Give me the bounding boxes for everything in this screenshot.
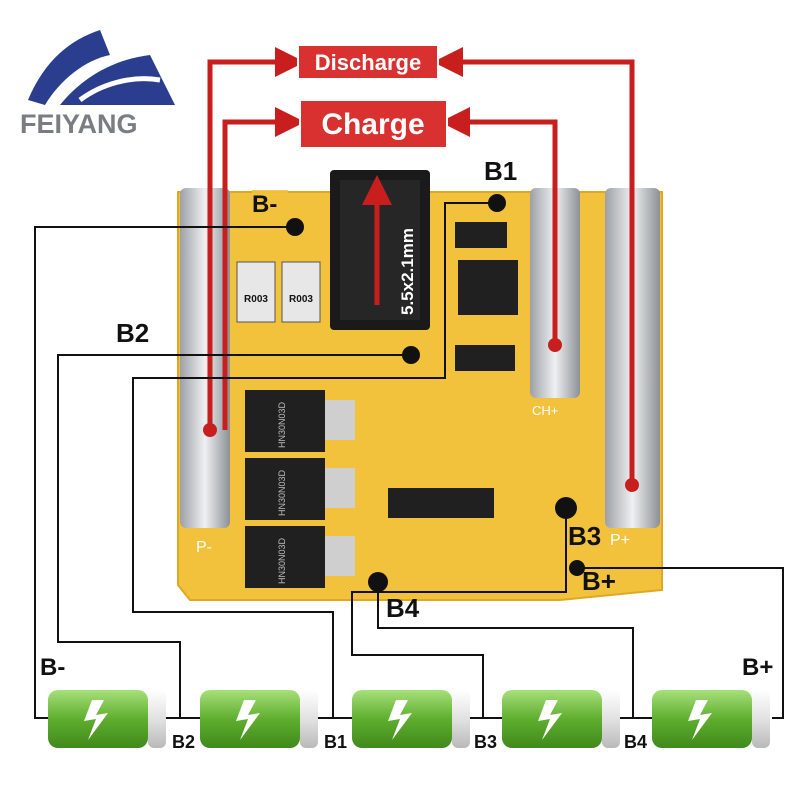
wire-b3: [351, 508, 567, 718]
pad-dot-b4: [368, 572, 388, 592]
junction-label: B3: [474, 732, 497, 752]
pad-dots: [286, 194, 585, 592]
lightning-icon: [84, 700, 108, 740]
brand-logo: FEIYANG: [20, 30, 175, 139]
shunt-label: R003: [289, 294, 313, 305]
wire-b2: [57, 354, 411, 718]
pad-dot-b-minus: [286, 218, 304, 236]
logo-wave-icon: [28, 30, 110, 105]
label-b-plus: B+: [582, 566, 616, 596]
wire-b-minus: [34, 226, 295, 719]
mosfet-label: HN30N03D: [277, 469, 287, 516]
mosfet-label: HN30N03D: [277, 401, 287, 448]
brand-name: FEIYANG: [20, 109, 138, 139]
pad-label-p-plus: P+: [610, 532, 630, 549]
p-minus-terminal: [180, 188, 230, 528]
wire-b4: [377, 582, 634, 718]
shunt-resistor: [281, 261, 321, 323]
wire-b-plus: [577, 567, 784, 719]
label-b4: B4: [386, 593, 420, 623]
discharge-arrow-right: [433, 47, 635, 485]
charge-arrow-right: [440, 107, 558, 345]
label-b-minus: B-: [252, 191, 277, 218]
diode-chip: [455, 345, 515, 371]
shunt-resistor: [236, 261, 276, 323]
label-b1: B1: [484, 156, 517, 186]
battery-cell: [200, 690, 318, 748]
junction-label: B4: [624, 732, 647, 752]
charge-arrow-left: [222, 107, 305, 430]
ic-chip: [458, 260, 518, 315]
label-b2: B2: [116, 318, 149, 348]
pad-dot-b2: [402, 346, 420, 364]
shunt-label: R003: [244, 294, 268, 305]
pad-dot-b3: [555, 497, 577, 519]
discharge-label: Discharge: [297, 44, 439, 80]
battery-cell: [48, 690, 166, 748]
battery-cell: [502, 690, 620, 748]
junction-label: B1: [324, 732, 347, 752]
wire-b1: [132, 202, 497, 718]
flow-arrows: [207, 47, 635, 485]
charge-text: Charge: [321, 108, 424, 141]
lightning-icon: [388, 700, 412, 740]
chain-label-b-plus: B+: [742, 654, 773, 681]
pad-dot-b1: [488, 194, 506, 212]
mosfet-stack: HN30N03D HN30N03D HN30N03D: [245, 390, 355, 588]
mosfet-label: HN30N03D: [277, 537, 287, 584]
charge-label: Charge: [299, 99, 448, 149]
battery-cell: [352, 690, 470, 748]
pcb-board: R003 R003 HN30N03D HN30N03D HN30N03D P- …: [177, 170, 663, 601]
discharge-text: Discharge: [315, 50, 421, 75]
pad-dot-b-plus: [569, 560, 585, 576]
pad-label-ch-plus: CH+: [532, 403, 558, 418]
diode-chip: [455, 222, 507, 248]
lightning-icon: [236, 700, 260, 740]
discharge-arrow-left: [207, 47, 305, 430]
battery-chain: B- B+ B2 B1 B3 B4: [40, 654, 773, 752]
chain-label-b-minus: B-: [40, 654, 65, 681]
label-b3: B3: [568, 521, 601, 551]
pad-labels: B- B1 B2 B3 B4 B+: [116, 156, 616, 623]
lightning-icon: [688, 700, 712, 740]
junction-label: B2: [172, 732, 195, 752]
wiring: [34, 202, 784, 719]
pad-label-p-minus: P-: [196, 539, 212, 556]
lightning-icon: [538, 700, 562, 740]
connector-spec: 5.5x2.1mm: [398, 228, 417, 315]
bms-controller-ic: [388, 488, 494, 518]
battery-cell: [652, 690, 770, 748]
